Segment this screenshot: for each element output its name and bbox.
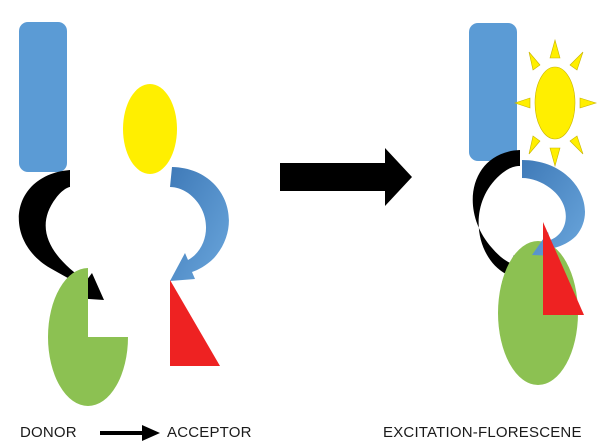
excitation-label: EXCITATION-FLORESCENE	[383, 424, 582, 441]
acceptor-yellow-ellipse	[123, 84, 177, 174]
right-panel	[469, 23, 598, 385]
complex-blue-rectangle	[469, 23, 517, 161]
complex-black-arrow	[472, 150, 528, 282]
right-arrow-icon	[280, 148, 412, 206]
sun-icon	[514, 38, 598, 168]
donor-green-pacman	[48, 268, 128, 406]
donor-label: DONOR	[20, 424, 77, 441]
left-panel	[18, 22, 229, 406]
acceptor-red-triangle	[170, 280, 220, 366]
donor-to-acceptor-arrow	[100, 425, 160, 441]
complex-red-triangle	[543, 222, 584, 315]
donor-blue-rectangle	[19, 22, 67, 172]
donor-curved-arrow	[18, 170, 104, 300]
acceptor-curved-arrow	[170, 167, 229, 281]
acceptor-label: ACCEPTOR	[167, 424, 252, 441]
complex-blue-arrow	[522, 160, 586, 256]
